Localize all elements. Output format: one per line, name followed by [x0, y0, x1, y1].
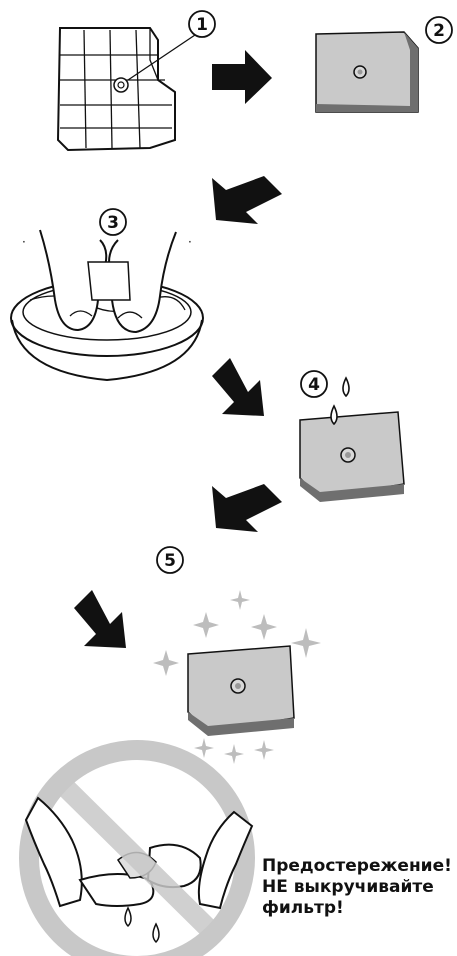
arrow-right: [212, 50, 272, 104]
warning-line2: НЕ выкручивайте: [262, 877, 434, 897]
sparkle-icon: [153, 590, 321, 764]
step2-number-badge: 2: [425, 16, 453, 44]
step4-filter-pad: [299, 411, 405, 502]
step5-number-badge: 5: [156, 546, 184, 574]
arrow-down-right: [212, 358, 264, 416]
warning-text: Предостережение! НЕ выкручивайте фильтр!: [262, 856, 457, 919]
step3-number: 3: [107, 213, 119, 233]
arrow-down-left-2: [212, 484, 282, 532]
svg-text:·: ·: [22, 235, 26, 249]
arrow-down-left: [212, 176, 282, 224]
step1-filter-cartridge: [56, 27, 196, 152]
warning-line3: фильтр!: [262, 898, 344, 918]
water-drop-icon: [330, 376, 350, 426]
prohibition-sign: [19, 740, 255, 956]
warning-line1: Предостережение!: [262, 856, 452, 876]
step2-number: 2: [433, 21, 445, 41]
step3-washing-basin: · ·: [10, 229, 204, 382]
svg-text:·: ·: [188, 235, 192, 249]
step4-number-badge: 4: [300, 370, 328, 398]
step1-number-badge: 1: [188, 10, 216, 38]
step4-number: 4: [308, 375, 320, 395]
step3-number-badge: 3: [99, 208, 127, 236]
step1-number: 1: [196, 15, 208, 35]
arrow-down-right-2: [74, 590, 126, 648]
step2-filter-pad: [315, 31, 419, 113]
step5-number: 5: [164, 551, 176, 571]
step5-filter-pad: [187, 645, 295, 736]
